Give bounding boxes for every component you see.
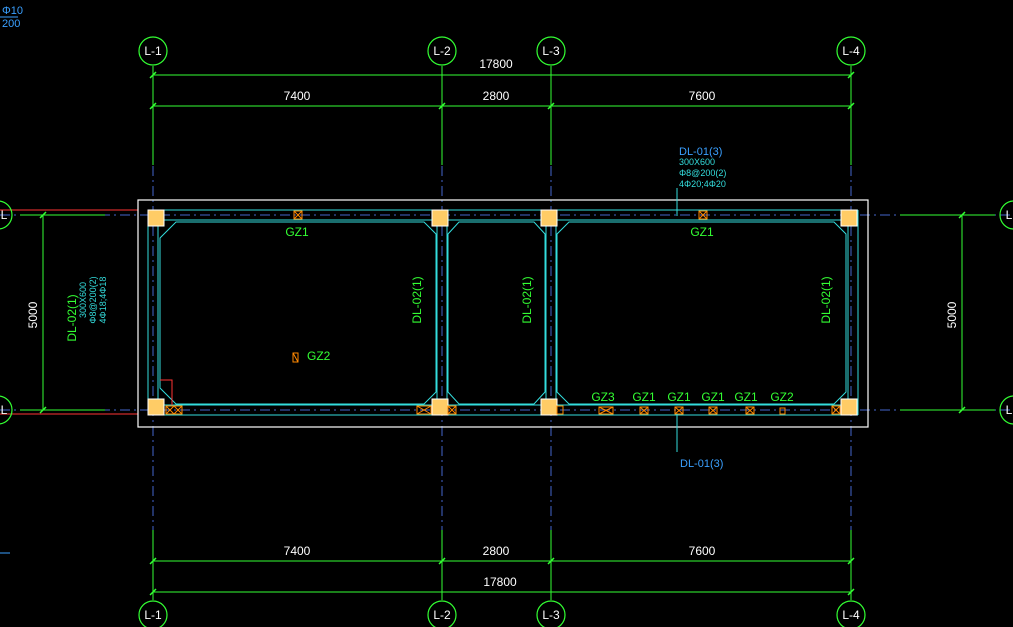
panel-bay-1 (159, 221, 437, 405)
dim-top-span-1: 7400 (284, 89, 311, 103)
axis-label-top-l1: L-1 (144, 44, 162, 58)
axis-bubble-bottom-l2 (427, 600, 457, 627)
gz-label-bottom-4: GZ1 (701, 390, 725, 404)
dimension-lines (20, 66, 995, 600)
dl02-mid1-tag: DL-02(1) (410, 276, 424, 323)
gz-label-bottom-5: GZ1 (734, 390, 758, 404)
axis-label-left-top: L (1, 208, 8, 222)
gz-label-top-left: GZ1 (285, 225, 309, 239)
dl02-left-size: 300X600 (78, 282, 88, 318)
panel-bay-3 (556, 221, 847, 405)
panel-bay-2 (447, 221, 546, 405)
dl02-right-tag: DL-02(1) (819, 276, 833, 323)
axis-bubble-left-bottom (0, 395, 13, 425)
axis-bubble-top-l1 (138, 36, 168, 66)
gz-mark-bottom-l2b (447, 405, 457, 415)
gz-label-bottom-3: GZ1 (667, 390, 691, 404)
dl02-mid2-tag: DL-02(1) (520, 276, 534, 323)
gz-marks (165, 210, 841, 415)
corner-note-line1: Φ10 (2, 5, 23, 17)
axis-bubble-bottom-l1 (138, 600, 168, 627)
dim-top-span-2: 2800 (483, 89, 510, 103)
gz-mark-gz3 (598, 406, 614, 415)
axis-label-top-l2: L-2 (433, 44, 451, 58)
axis-label-top-l4: L-4 (842, 44, 860, 58)
dl02-left-stirrup: Φ8@200(2) (88, 276, 98, 323)
outer-outline (137, 199, 869, 428)
dim-top-total-text: 17800 (479, 57, 513, 71)
corner-note-line2: 200 (2, 18, 20, 30)
gz-label-center: GZ2 (307, 349, 331, 363)
axis-bubble-bottom-l3 (536, 600, 566, 627)
dl01-top-tag: DL-01(3) (679, 146, 722, 158)
gz-mark-top-left (293, 210, 303, 220)
gz-mark-bottom-l1a (165, 405, 183, 415)
inner-panels (159, 221, 847, 405)
beam-lines (147, 209, 859, 416)
dim-left-height-text: 5000 (26, 301, 40, 328)
gz-mark-top-right (698, 210, 708, 220)
gz-mark-bottom-l2a (416, 405, 432, 415)
dim-bottom-span-2: 2800 (483, 544, 510, 558)
gz-mark-bottom-l3 (556, 405, 564, 415)
dim-right-height-text: 5000 (945, 301, 959, 328)
axis-label-bottom-l3: L-3 (542, 608, 560, 622)
column-bottom-l1 (147, 398, 165, 416)
gz-mark-gz2-b (779, 407, 786, 415)
dl01-bottom-tag: DL-01(3) (680, 458, 723, 470)
dim-bottom-span-1: 7400 (284, 544, 311, 558)
gz-mark-bottom-l4 (831, 405, 841, 415)
axis-bubbles (0, 36, 1013, 627)
dl01-top-bars: 4Φ20;4Φ20 (679, 179, 726, 189)
horizontal-axis-lines (0, 214, 1013, 411)
gz-mark-gz1-d (745, 406, 755, 415)
gz-mark-center (292, 352, 299, 363)
axis-bubble-left-top (0, 200, 13, 230)
axis-label-left-bottom: L (1, 403, 8, 417)
axis-label-right-bottom: L (1006, 403, 1013, 417)
gz-label-top-right: GZ1 (690, 225, 714, 239)
dl02-left-annotation: DL-02(1) 300X600 Φ8@200(2) 4Φ18;4Φ18 (65, 276, 108, 341)
gz-mark-gz1-a (639, 406, 649, 415)
axis-bubble-right-top (999, 200, 1013, 230)
axis-label-top-l3: L-3 (542, 44, 560, 58)
gz-label-bottom-1: GZ3 (591, 390, 615, 404)
axis-label-bottom-l1: L-1 (144, 608, 162, 622)
axis-label-right-top: L (1006, 208, 1013, 222)
dim-top-span-3: 7600 (689, 89, 716, 103)
red-leader (160, 379, 173, 405)
column-bottom-l2 (431, 398, 449, 416)
axis-label-bottom-l2: L-2 (433, 608, 451, 622)
dl02-left-bars: 4Φ18;4Φ18 (98, 277, 108, 324)
gz-mark-gz1-c (708, 406, 718, 415)
dim-bottom-span-3: 7600 (689, 544, 716, 558)
axis-label-bottom-l4: L-4 (842, 608, 860, 622)
dimension-ticks (39, 71, 966, 596)
dim-bottom-total-text: 17800 (483, 575, 517, 589)
column-top-l4 (840, 209, 858, 227)
dl01-top-size: 300X600 (679, 157, 715, 167)
column-top-l3 (540, 209, 558, 227)
gz-mark-gz1-b (674, 406, 684, 415)
axis-bubble-bottom-l4 (836, 600, 866, 627)
vertical-axis-lines (152, 66, 852, 600)
red-lines (0, 209, 138, 415)
axis-bubble-right-bottom (999, 395, 1013, 425)
gz-label-bottom-6: GZ2 (770, 390, 794, 404)
dl01-top-stirrup: Φ8@200(2) (679, 168, 726, 178)
column-bottom-l4 (840, 398, 858, 416)
axis-bubble-top-l4 (836, 36, 866, 66)
dl02-left-tag: DL-02(1) (65, 294, 79, 341)
axis-bubble-top-l3 (536, 36, 566, 66)
gz-label-bottom-2: GZ1 (632, 390, 656, 404)
columns (147, 209, 858, 416)
axis-bubble-top-l2 (427, 36, 457, 66)
column-bottom-l3 (540, 398, 558, 416)
column-top-l1 (147, 209, 165, 227)
column-top-l2 (431, 209, 449, 227)
